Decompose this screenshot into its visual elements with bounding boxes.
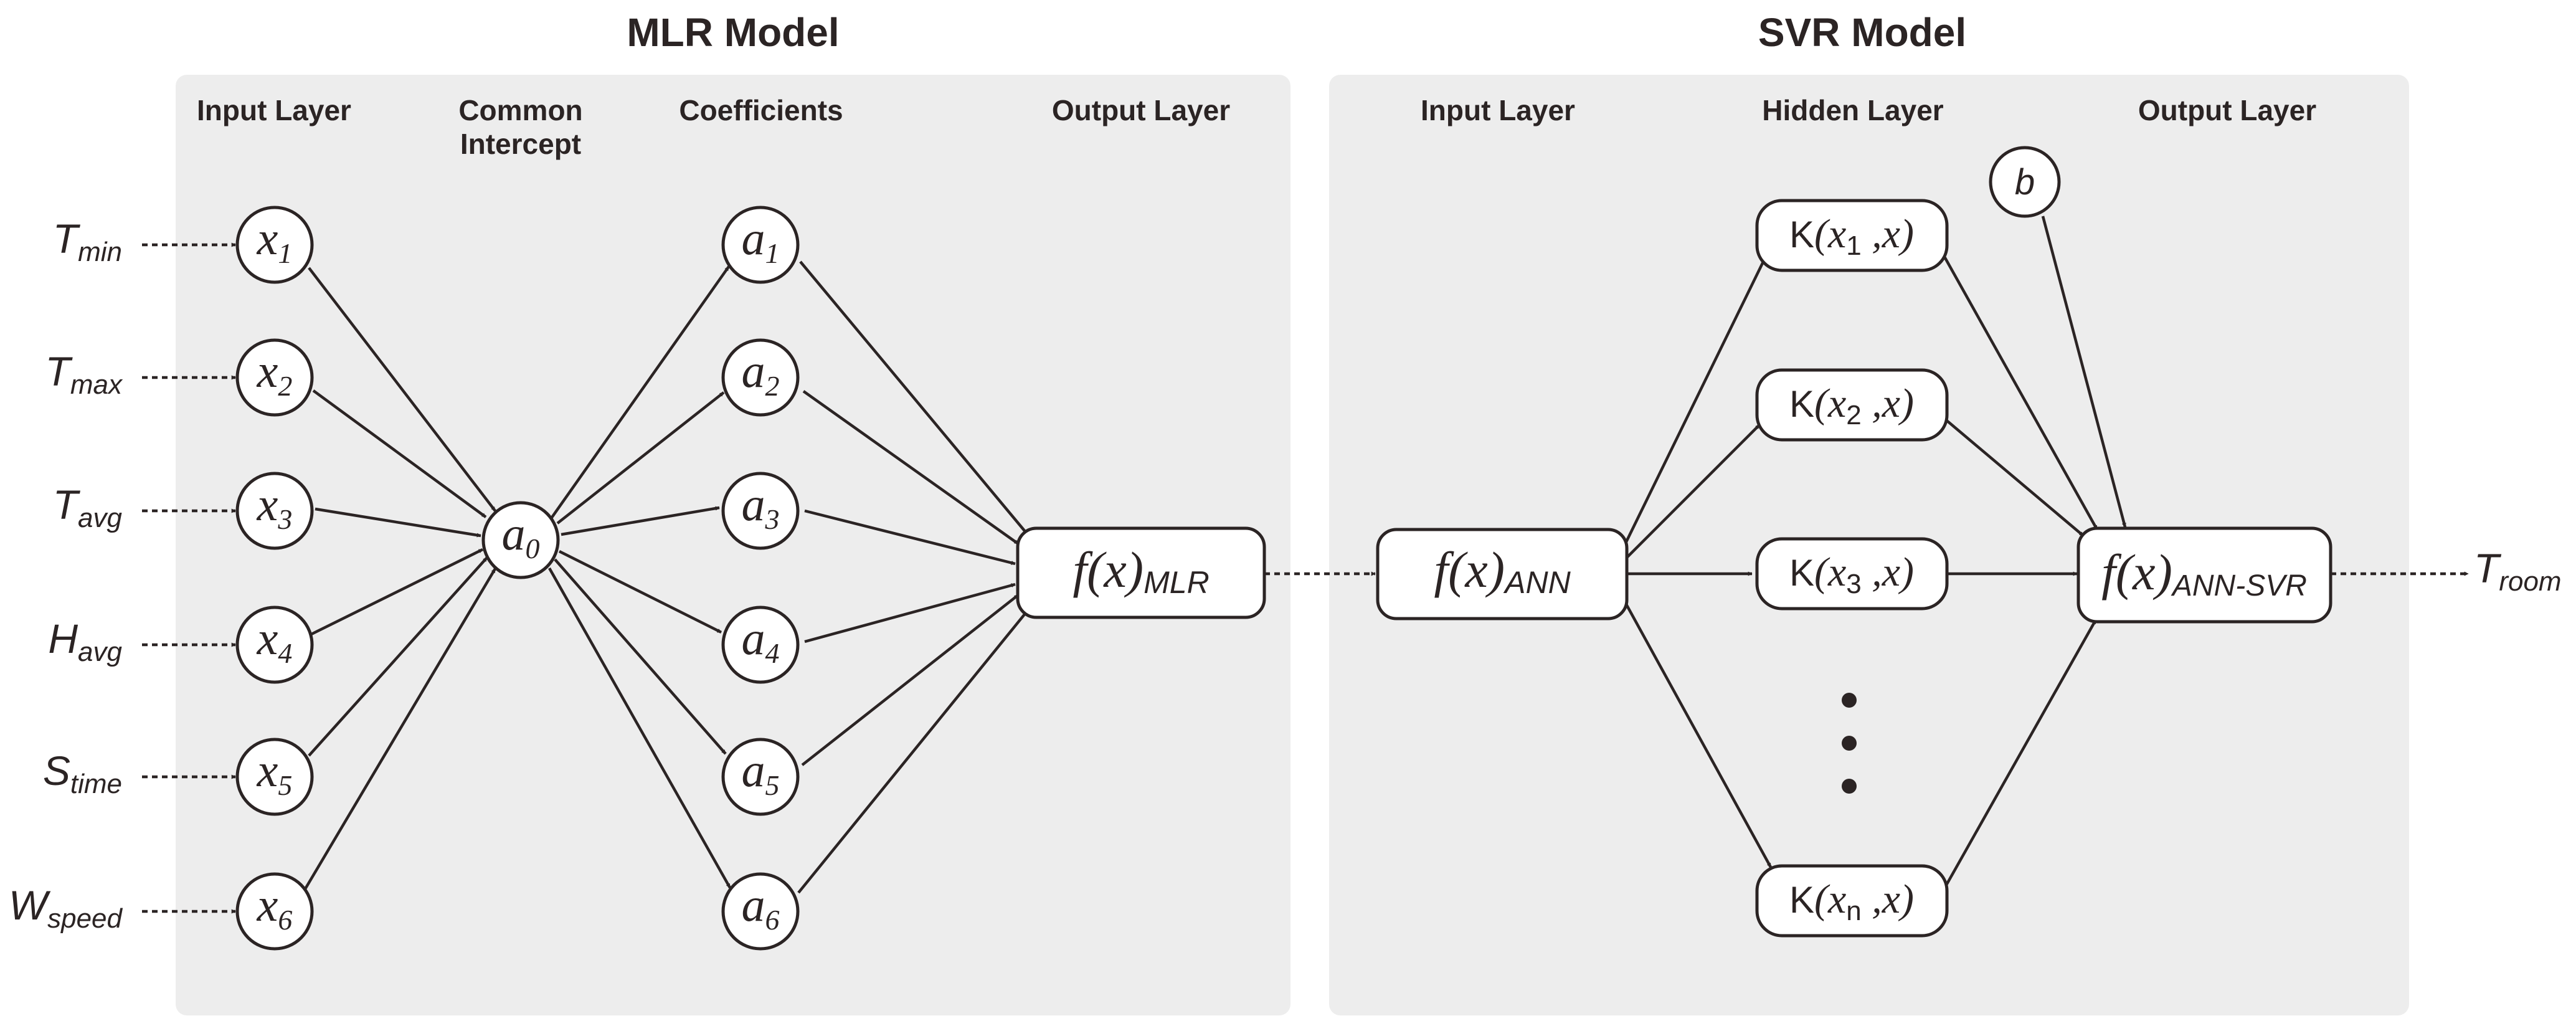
edge-kn-out: [1943, 619, 2097, 890]
node-a1: a1: [721, 206, 800, 284]
output-label-troom: Troom: [2474, 545, 2562, 597]
edge-x1-a0: [308, 267, 496, 512]
svg-text:f(x)MLR: f(x)MLR: [1073, 541, 1209, 600]
edge-x3-a0: [315, 507, 481, 538]
node-kernel-1: K(x1 ,x): [1755, 199, 1949, 272]
svg-text:a0: a0: [502, 508, 540, 564]
edge-a0-a4: [558, 549, 722, 634]
svg-text:K(x2 ,x): K(x2 ,x): [1789, 381, 1914, 430]
svg-text:K(x3 ,x): K(x3 ,x): [1789, 549, 1914, 599]
svg-text:x1: x1: [257, 212, 293, 269]
ellipsis-dots: [1842, 693, 1857, 794]
edge-a3-out: [804, 509, 1016, 566]
svg-text:b: b: [2015, 162, 2035, 202]
mlr-title: MLR Model: [627, 10, 839, 55]
edge-x2-a0: [312, 389, 487, 518]
svr-kernel-nodes: K(x1 ,x) K(x2 ,x) K(x3 ,x) K(xn ,x): [1755, 199, 1949, 938]
edge-ann-k1: [1624, 256, 1768, 544]
mlr-header-common: Common: [458, 94, 582, 126]
input-label-havg: Havg: [48, 615, 122, 667]
mlr-coef-to-output-arrows: [797, 260, 1029, 894]
node-a5: a5: [721, 738, 800, 816]
edge-x5-a0: [308, 556, 488, 757]
edge-a0-a3: [561, 506, 720, 536]
edge-x6-a0: [304, 568, 496, 890]
input-label-tavg: Tavg: [53, 482, 123, 533]
node-a0-intercept: a0: [481, 501, 560, 579]
mlr-intercept-to-coef-arrows: [548, 265, 731, 889]
svg-text:x4: x4: [257, 612, 293, 669]
mlr-header-coefficients: Coefficients: [679, 94, 843, 126]
edge-a0-a1: [550, 265, 730, 520]
node-a3: a3: [721, 472, 800, 550]
svr-header-input-layer: Input Layer: [1421, 94, 1575, 126]
svg-text:a4: a4: [742, 612, 780, 669]
node-x2: x2: [235, 338, 314, 417]
node-svr-input: f(x)ANN: [1376, 528, 1629, 620]
input-label-wspeed: Wspeed: [9, 882, 123, 934]
node-x6: x6: [235, 872, 314, 951]
svg-text:x6: x6: [257, 879, 293, 936]
input-label-stime: Stime: [43, 748, 122, 799]
mlr-header-output-layer: Output Layer: [1052, 94, 1230, 126]
node-mlr-output: f(x)MLR: [1016, 526, 1266, 619]
mlr-coef-nodes: a1 a2 a3 a4 a5 a6: [721, 206, 800, 951]
edge-a0-a6: [548, 567, 731, 889]
edge-a6-out: [797, 609, 1029, 894]
mlr-input-labels: Tmin Tmax Tavg Havg Stime Wspeed: [9, 216, 123, 934]
svg-text:f(x)ANN-SVR: f(x)ANN-SVR: [2101, 544, 2307, 602]
svr-kernel-to-output-arrows: [1941, 216, 2127, 890]
edge-bias-out: [2041, 216, 2127, 528]
svg-text:a6: a6: [742, 879, 780, 936]
edge-ann-kn: [1624, 602, 1772, 868]
node-x4: x4: [235, 606, 314, 684]
node-kernel-2: K(x2 ,x): [1755, 368, 1949, 442]
node-kernel-3: K(x3 ,x): [1755, 537, 1949, 611]
svr-title: SVR Model: [1758, 10, 1966, 55]
node-svr-output: f(x)ANN-SVR: [2076, 526, 2332, 624]
mlr-header-intercept: Intercept: [460, 128, 581, 160]
node-x1: x1: [235, 206, 314, 284]
edge-a0-a2: [556, 391, 725, 525]
svr-header-hidden-layer: Hidden Layer: [1762, 94, 1944, 126]
node-a2: a2: [721, 338, 800, 417]
svr-input-to-kernel-arrows: [1624, 256, 1772, 868]
node-x3: x3: [235, 472, 314, 550]
node-kernel-n: K(xn ,x): [1755, 864, 1949, 938]
mlr-x-nodes: x1 x2 x3 x4 x5 x6: [235, 206, 314, 951]
edge-a5-out: [801, 594, 1020, 766]
input-label-tmin: Tmin: [53, 216, 122, 267]
svg-text:a2: a2: [742, 345, 780, 402]
edge-a4-out: [804, 582, 1016, 644]
edge-a0-a5: [554, 558, 727, 755]
edge-x4-a0: [311, 548, 483, 636]
svg-text:x5: x5: [257, 744, 293, 801]
svg-text:a3: a3: [742, 478, 780, 535]
edge-a1-out: [799, 260, 1029, 536]
svr-header-output-layer: Output Layer: [2138, 94, 2316, 126]
svg-text:x3: x3: [257, 478, 293, 535]
edge-a2-out: [802, 390, 1020, 545]
svg-text:a1: a1: [742, 212, 780, 269]
svg-text:a5: a5: [742, 744, 780, 801]
node-a4: a4: [721, 606, 800, 684]
edge-k1-out: [1941, 251, 2098, 531]
node-x5: x5: [235, 738, 314, 816]
mlr-input-arrows: [142, 242, 236, 914]
mlr-x-to-intercept-arrows: [304, 267, 496, 890]
node-bias: b: [1989, 146, 2061, 218]
input-label-tmax: Tmax: [45, 348, 123, 400]
mlr-panel: [176, 75, 1290, 1015]
edge-ann-k2: [1626, 424, 1761, 559]
mlr-header-input-layer: Input Layer: [197, 94, 351, 126]
node-a6: a6: [721, 872, 800, 951]
svg-text:K(xn ,x): K(xn ,x): [1789, 877, 1914, 926]
edge-k2-out: [1943, 417, 2085, 537]
svg-text:K(x1 ,x): K(x1 ,x): [1789, 211, 1914, 261]
svg-text:x2: x2: [257, 345, 293, 402]
svg-text:f(x)ANN: f(x)ANN: [1434, 541, 1571, 600]
